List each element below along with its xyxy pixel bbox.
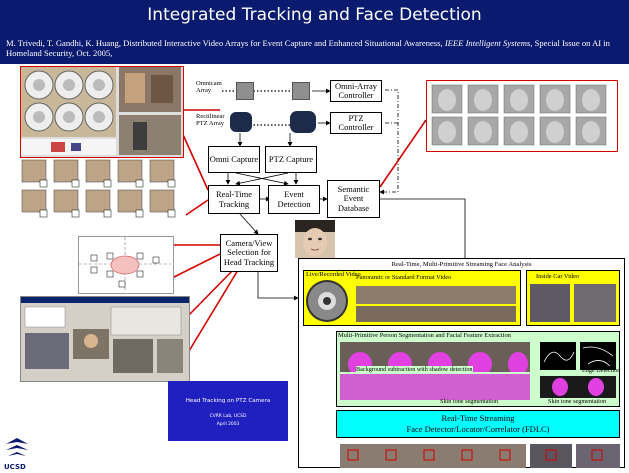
ptz-capture-box: PTZ Capture [265,146,317,173]
face-samples-graphic [431,84,607,146]
room-floorplan [78,236,174,294]
bg-subtraction-label: Background subtraction with shadow detec… [356,366,473,373]
page-title: Integrated Tracking and Face Detection [147,5,482,25]
red-connector-faces [379,119,427,188]
video-slide-lab: CVRR Lab, UCSD [209,414,247,419]
edge-detection-graphic-1 [543,351,575,363]
citation: M. Trivedi, T. Gandhi, K. Huang, Distrib… [6,38,624,58]
title-bar [0,0,629,36]
car-video-frame-2 [574,284,616,322]
ptz-camera-icon-2 [290,111,316,133]
floorplan-graphic [79,237,171,291]
inside-car-label: Inside Car Video [536,273,580,280]
panoramic-strip-1 [356,286,516,304]
fdlc-line-2: Face Detector/Locator/Correlator (FDLC) [406,424,550,434]
omni-array-label: Omnicam Array [196,80,222,94]
citation-suffix: Special Issue on AI in Homeland Security… [6,38,610,58]
omni-camera-icon-2 [292,82,310,100]
ptz-camera-icon-1 [230,112,252,132]
edge-detection-frame-1 [540,342,576,370]
tracking-thumbnails [20,158,190,222]
video-slide-date: April 2003 [216,422,240,427]
skin-tone-label-1: Skin tone segmentation [440,398,499,405]
ucsd-logo-text: UCSD [4,463,26,471]
omni-video-graphic [308,282,346,320]
fdlc-panel [336,410,620,438]
omni-mosaic-image [20,66,184,158]
camera-view-selection-box: Camera/View Selection for Head Tracking [220,234,278,272]
skin-tone-graphic [552,378,604,396]
face-detection-results [340,444,620,468]
citation-bar [0,36,629,64]
live-video-label: Live/Recorded Video [306,271,361,278]
ptz-controller-box: PTZ Controller [330,112,382,134]
video-slide[interactable]: Head Tracking on PTZ Camera CVRR Lab, UC… [168,381,288,441]
ucsd-logo-mark [6,438,28,456]
omni-capture-box: Omni Capture [208,146,260,173]
omni-video-frame [306,280,348,322]
event-detection-box: Event Detection [268,185,320,214]
ptz-array-label: Rectilinear PTZ Array [196,113,225,127]
edge-detection-graphic-2 [582,346,614,367]
face-samples-panel [426,80,618,152]
video-slide-title: Head Tracking on PTZ Camera [185,398,271,404]
edge-detection-label: Edge Detection [582,367,621,374]
skin-tone-frame [540,376,616,398]
panoramic-strip-2 [356,306,516,322]
background-subtraction-strip [340,374,530,400]
ucsd-logo: UCSD [4,436,30,471]
panoramic-label: Panoramic or Standard Format Video [356,274,452,281]
analysis-header: Real-Time, Multi-Primitive Streaming Fac… [391,261,532,268]
omni-mosaic-graphic [21,67,181,155]
car-video-frame-1 [530,284,570,322]
omni-array-controller-box: Omni-Array Controller [330,80,382,102]
head-closeup-image [295,220,335,258]
fdlc-line-1: Real-Time Streaming [441,413,515,423]
head-closeup-graphic [295,220,335,256]
software-window-graphic [24,306,183,373]
citation-journal: IEEE Intelligent Systems, [444,38,533,48]
face-detection-results-graphic [340,444,620,468]
tracking-thumbnails-graphic [21,159,176,218]
omni-camera-icon-1 [236,82,254,100]
segmentation-label: Multi-Primitive Person Segmentation and … [338,332,511,339]
skin-tone-label-2: Skin tone segmentation [548,398,607,405]
tracking-software-window [20,296,190,382]
citation-authors: M. Trivedi, T. Gandhi, K. Huang, Distrib… [6,38,443,48]
real-time-tracking-box: Real-Time Tracking [208,185,260,214]
semantic-event-database-box: Semantic Event Database [327,180,380,218]
software-titlebar [21,297,189,303]
edge-detection-frame-2 [580,342,616,370]
